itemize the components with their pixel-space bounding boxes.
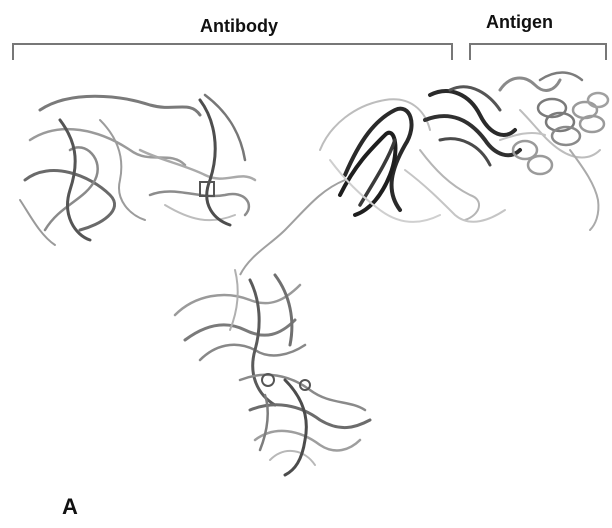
antibody-bracket bbox=[13, 44, 452, 60]
antigen-bracket bbox=[470, 44, 606, 60]
antigen-label: Antigen bbox=[486, 12, 553, 33]
fab-right-ribbon-icon bbox=[320, 87, 520, 222]
fab-left-ribbon-icon bbox=[20, 95, 255, 245]
panel-label: A bbox=[62, 494, 78, 520]
linker-strand bbox=[240, 180, 345, 275]
fc-domain-ribbon-icon bbox=[175, 270, 370, 475]
antibody-label: Antibody bbox=[200, 16, 278, 37]
